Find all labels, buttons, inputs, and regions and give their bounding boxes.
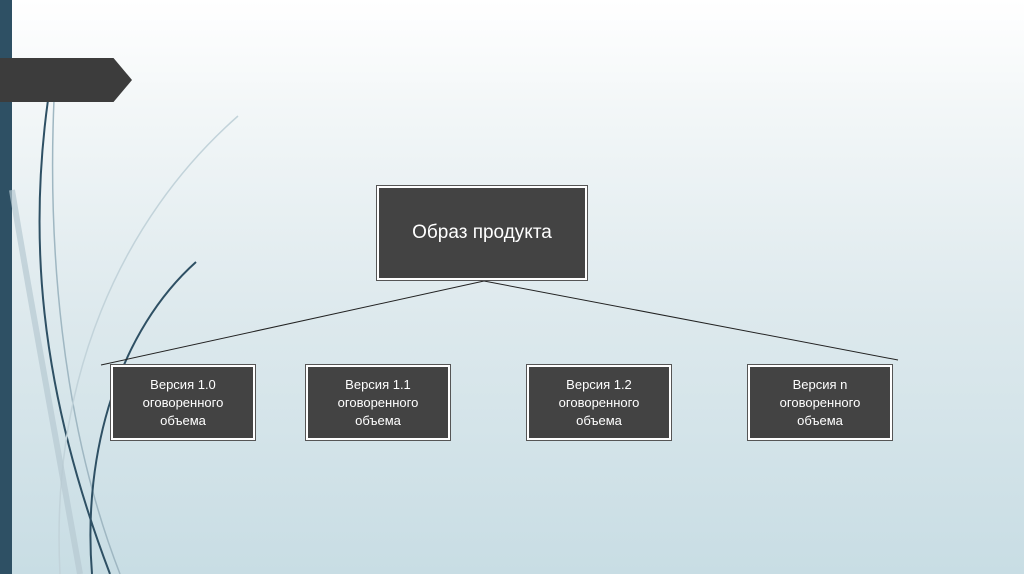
child-node-version-1-1: Версия 1.1 оговоренного объема xyxy=(305,364,451,441)
root-node: Образ продукта xyxy=(376,185,588,281)
child-node-version-1-2: Версия 1.2 оговоренного объема xyxy=(526,364,672,441)
child-node-label: Версия 1.1 оговоренного объема xyxy=(337,376,419,428)
connector-line-right xyxy=(483,280,899,361)
child-node-label: Версия n оговоренного объема xyxy=(779,376,861,428)
title-pentagon-shape xyxy=(0,58,132,102)
root-node-label: Образ продукта xyxy=(412,222,552,243)
child-node-version-1-0: Версия 1.0 оговоренного объема xyxy=(110,364,256,441)
child-node-version-n: Версия n оговоренного объема xyxy=(747,364,893,441)
child-node-label: Версия 1.2 оговоренного объема xyxy=(558,376,640,428)
left-accent-bar xyxy=(0,0,12,574)
child-node-label: Версия 1.0 оговоренного объема xyxy=(142,376,224,428)
connector-line-left xyxy=(100,280,485,366)
